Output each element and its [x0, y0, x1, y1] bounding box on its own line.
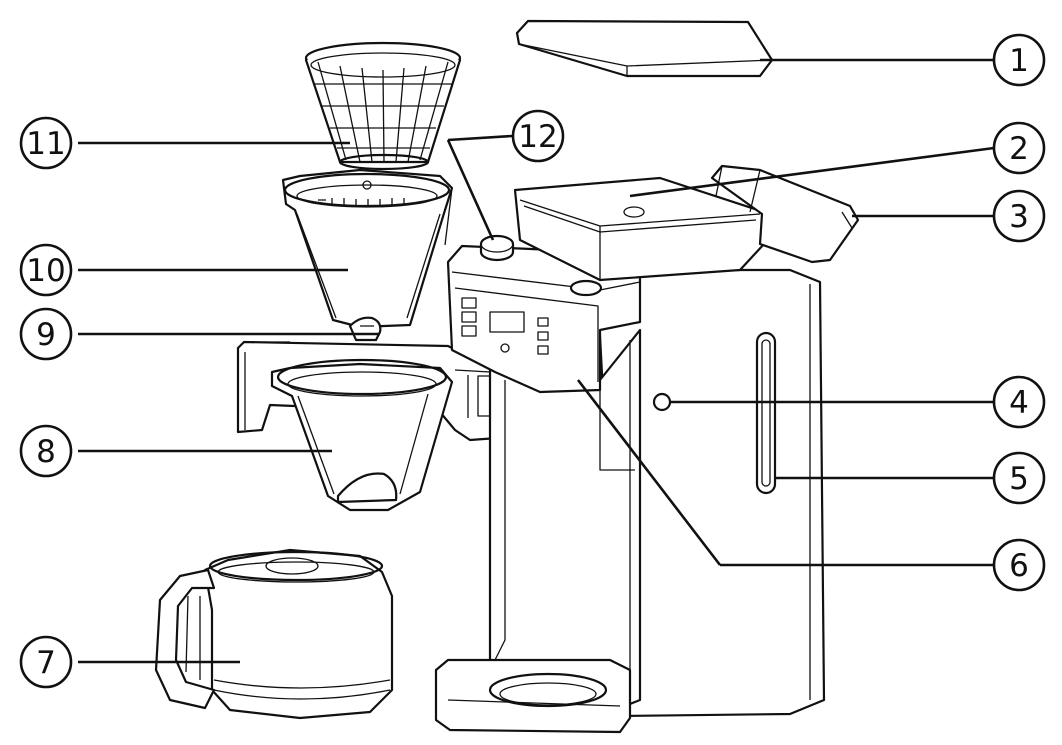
- callout-6: 6: [992, 538, 1046, 592]
- callout-8: 8: [19, 424, 73, 478]
- callout-10: 10: [19, 243, 73, 297]
- callout-2-label: 2: [1009, 131, 1029, 167]
- main-body: [434, 164, 860, 734]
- callout-8-label: 8: [36, 434, 56, 470]
- callout-4: 4: [992, 375, 1046, 429]
- callout-2: 2: [992, 121, 1046, 175]
- lid-cover-part: [515, 19, 774, 78]
- callout-7: 7: [19, 635, 73, 689]
- permanent-filter-part: [304, 41, 462, 171]
- leader-lines: [78, 58, 995, 664]
- callout-11-label: 11: [26, 126, 65, 162]
- callout-9-label: 9: [36, 317, 56, 353]
- filter-holder-part: [281, 168, 454, 329]
- callout-5: 5: [992, 451, 1046, 505]
- drip-valve-part: [348, 316, 382, 342]
- callout-6-label: 6: [1009, 548, 1029, 584]
- callout-5-label: 5: [1009, 461, 1029, 497]
- callout-7-label: 7: [36, 645, 56, 681]
- callout-10-label: 10: [26, 253, 65, 289]
- callout-1-label: 1: [1009, 43, 1029, 79]
- callout-3: 3: [992, 189, 1046, 243]
- callout-11: 11: [19, 116, 73, 170]
- callout-1: 1: [992, 33, 1046, 87]
- callout-9: 9: [19, 307, 73, 361]
- callout-12-label: 12: [518, 119, 557, 155]
- filter-support-part: [236, 340, 502, 512]
- callout-3-label: 3: [1009, 199, 1029, 235]
- callout-12: 12: [511, 109, 565, 163]
- callout-4-label: 4: [1009, 385, 1029, 421]
- carafe-part: [154, 548, 394, 720]
